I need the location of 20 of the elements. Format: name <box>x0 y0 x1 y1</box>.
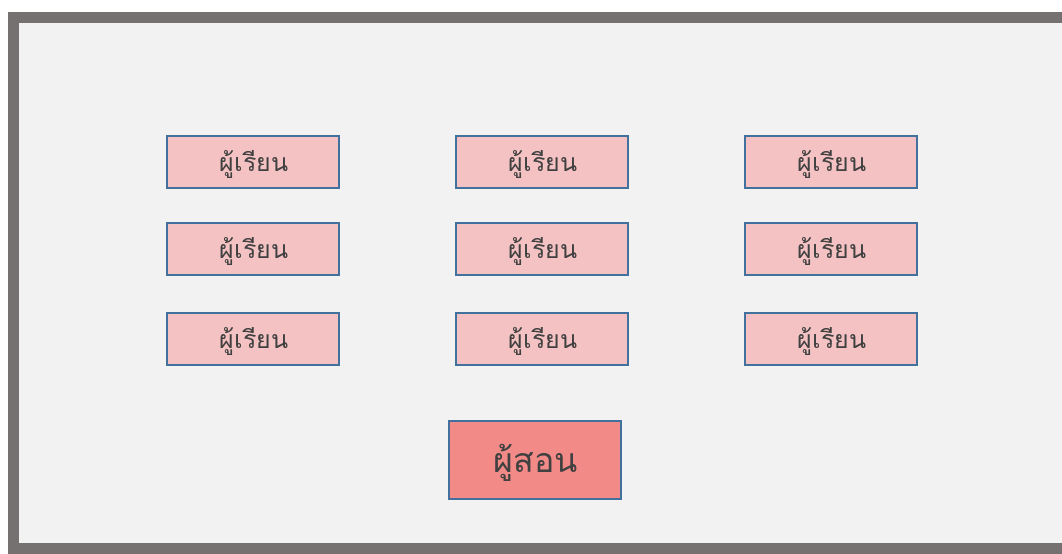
student-box <box>744 222 918 276</box>
box-label: ผู้เรียน <box>796 234 866 267</box>
student-box <box>455 312 629 366</box>
student-box <box>166 135 340 189</box>
box-label: ผู้เรียน <box>796 324 866 357</box>
box-label: ผู้เรียน <box>507 234 577 267</box>
box-label: ผู้สอน <box>493 439 577 483</box>
box-label: ผู้เรียน <box>218 234 288 267</box>
student-box <box>744 312 918 366</box>
box-label: ผู้เรียน <box>218 147 288 180</box>
box-label: ผู้เรียน <box>507 324 577 357</box>
box-label: ผู้เรียน <box>796 147 866 180</box>
student-box <box>455 222 629 276</box>
box-label: ผู้เรียน <box>218 324 288 357</box>
student-box <box>455 135 629 189</box>
student-box <box>166 312 340 366</box>
student-box <box>166 222 340 276</box>
teacher-box <box>448 420 622 500</box>
box-label: ผู้เรียน <box>507 147 577 180</box>
student-box <box>744 135 918 189</box>
